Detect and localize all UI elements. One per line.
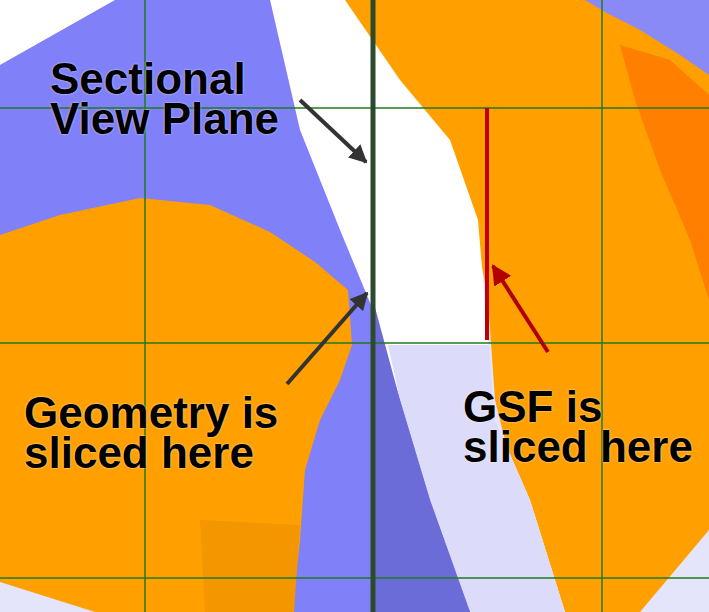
blue-band — [0, 0, 470, 612]
orange-shade — [200, 520, 300, 612]
dark-blue-band — [373, 300, 470, 612]
annotation-label: Sectional View Plane — [50, 59, 286, 139]
section-plane-line — [371, 0, 376, 612]
leader-arrow — [300, 100, 366, 162]
leader-arrow — [493, 266, 548, 352]
annotation-label: Geometry is sliced here — [24, 393, 285, 473]
orange-region-left — [0, 198, 352, 612]
annotation-label: GSF is sliced here — [463, 387, 699, 467]
pale-corner-right — [650, 540, 709, 612]
gsf-slice-line — [485, 108, 489, 340]
pale-corner — [0, 582, 95, 612]
dark-orange-region — [620, 45, 709, 300]
leader-arrow — [287, 293, 367, 384]
